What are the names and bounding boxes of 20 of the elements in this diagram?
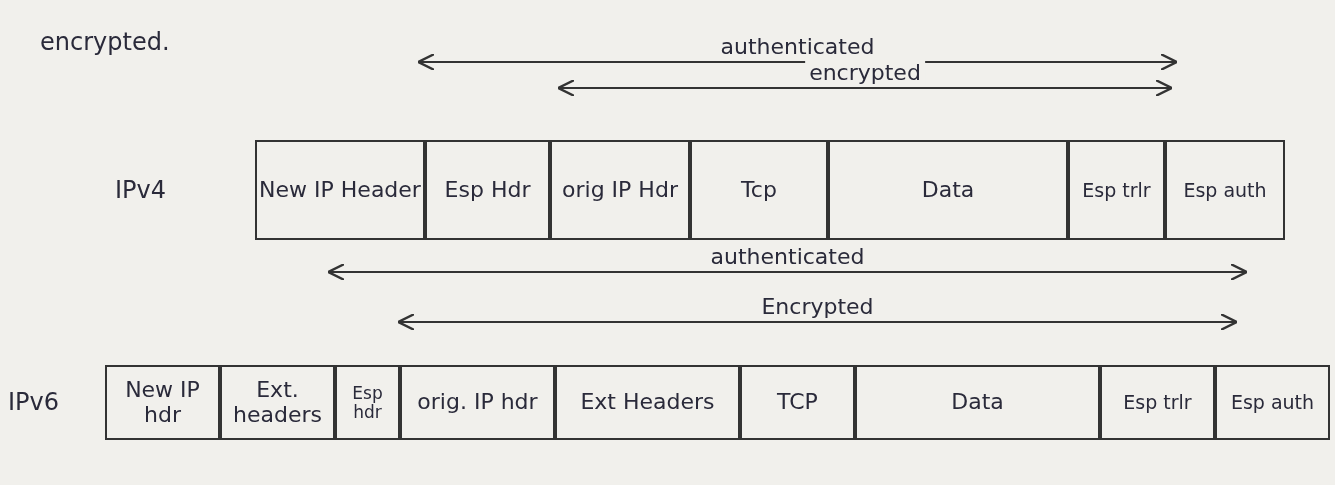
packet-field: New IP hdr xyxy=(105,365,220,440)
packet-field: Esp auth xyxy=(1165,140,1285,240)
packet-field: Data xyxy=(855,365,1100,440)
packet-field: Ext. headers xyxy=(220,365,335,440)
packet-field: Tcp xyxy=(690,140,828,240)
span-label: encrypted xyxy=(805,59,925,85)
packet-field: Esp trlr xyxy=(1068,140,1165,240)
packet-field: Esp auth xyxy=(1215,365,1330,440)
note-text: encrypted. xyxy=(40,28,170,56)
packet-field: orig IP Hdr xyxy=(550,140,690,240)
packet-field: Esp hdr xyxy=(335,365,400,440)
packet-field: TCP xyxy=(740,365,855,440)
packet-field: Esp trlr xyxy=(1100,365,1215,440)
packet-field: Ext Headers xyxy=(555,365,740,440)
packet-field: Data xyxy=(828,140,1068,240)
row-label: IPv4 xyxy=(115,176,167,204)
row-label: IPv6 xyxy=(8,388,60,416)
packet-field: Esp Hdr xyxy=(425,140,550,240)
packet-field: orig. IP hdr xyxy=(400,365,555,440)
packet-field: New IP Header xyxy=(255,140,425,240)
